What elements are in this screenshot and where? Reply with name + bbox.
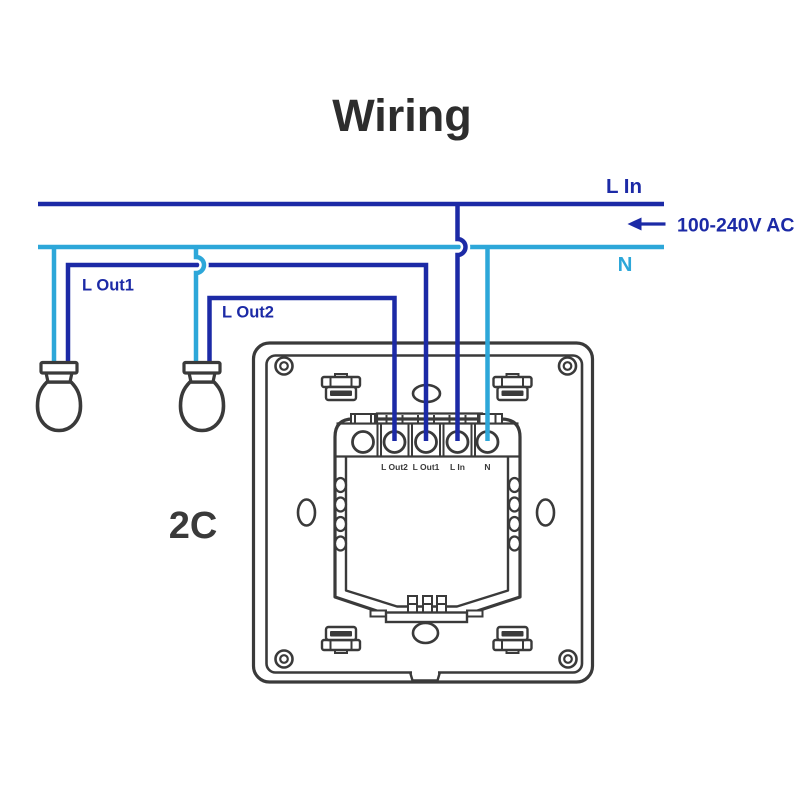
plate-side-slot: [296, 498, 317, 527]
lamp-1: [35, 360, 83, 433]
terminal-cover-tab: [350, 413, 376, 425]
side-ridge: [333, 496, 348, 513]
label-l-out2: L Out2: [222, 304, 274, 322]
wire-l-out1: [65, 262, 429, 441]
side-ridge: [333, 515, 348, 533]
terminal-label-n: N: [484, 462, 490, 472]
supply-arrow: [627, 217, 666, 231]
terminal-label-l-in: L In: [450, 462, 465, 472]
side-ridge: [507, 535, 522, 552]
bottom-strip: [384, 611, 469, 624]
notch-mask: [412, 669, 438, 675]
terminal-unused: [351, 430, 375, 454]
wire-neutral-lamp2: [193, 247, 207, 367]
mount-clip-icon: [492, 625, 533, 655]
plate-side-slot: [535, 498, 556, 527]
terminal-cover-tab: [477, 413, 503, 425]
lamp-2: [178, 360, 226, 433]
screw-icon: [557, 356, 578, 376]
label-l-in: L In: [606, 175, 642, 198]
screw-icon: [274, 356, 294, 376]
side-ridge: [333, 535, 348, 552]
bulb-icon: [35, 360, 83, 433]
side-ridge: [507, 476, 522, 494]
wire-l-in-drop: [455, 204, 468, 441]
label-l-out1: L Out1: [82, 277, 134, 295]
bottom-pin: [436, 595, 447, 614]
bottom-tab: [466, 609, 484, 618]
wires: [38, 201, 664, 441]
mount-clip-icon: [320, 372, 362, 402]
label-gang-count: 2C: [169, 505, 218, 547]
label-neutral: N: [618, 253, 633, 276]
bottom-tab: [369, 609, 387, 618]
terminal-label-l-out2: L Out2: [381, 462, 408, 472]
plate-bottom-hole: [411, 621, 440, 645]
side-ridge: [507, 515, 522, 533]
mount-clip-icon: [320, 625, 362, 655]
bottom-pin: [407, 595, 418, 614]
terminal-label-l-out1: L Out1: [413, 462, 440, 472]
screw-icon: [274, 649, 294, 669]
side-ridge: [507, 496, 522, 513]
wire-clamp-slots: [354, 415, 497, 423]
wall-plate-outer-edge: [251, 341, 595, 684]
mount-clip-icon: [492, 372, 533, 402]
side-ridge: [333, 476, 348, 494]
page-title: Wiring: [332, 90, 472, 141]
arrow-left-icon: [627, 217, 642, 231]
bottom-pin: [422, 595, 433, 614]
label-voltage: 100-240V AC: [677, 215, 794, 237]
switch-module: L Out2 L Out1 L In N: [333, 412, 522, 624]
terminal-dividers: [376, 424, 476, 456]
wire-l-out2: [207, 295, 397, 441]
bulb-icon: [178, 360, 226, 433]
screw-icon: [558, 649, 578, 669]
plate-bottom-notch: [408, 671, 442, 682]
